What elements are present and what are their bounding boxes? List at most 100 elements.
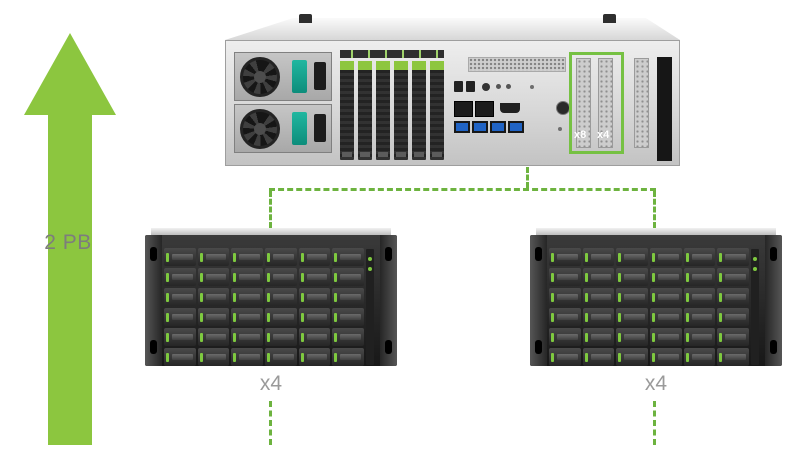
drive-tray (683, 348, 716, 366)
drive-tray (164, 288, 196, 306)
drive-tray (332, 268, 364, 286)
drive-tray (549, 348, 581, 366)
drive-bay (430, 61, 444, 160)
bay-label-strip (340, 50, 444, 58)
usb3-port (454, 121, 470, 133)
drive-tray (298, 288, 331, 306)
drive-tray (683, 268, 716, 286)
drive-tray (649, 328, 682, 346)
rack-ear (380, 235, 397, 366)
drive-tray-grid (549, 248, 749, 366)
drive-tray (197, 328, 230, 346)
reset-button (482, 83, 490, 91)
enclosure-body (145, 235, 397, 366)
connector-line (269, 191, 272, 228)
psu-stack (234, 52, 332, 156)
audio-jack (506, 84, 511, 89)
connector-line (526, 167, 529, 188)
drive-tray (616, 248, 648, 266)
nas-rear-view: x8 x4 (225, 14, 680, 166)
drive-tray (164, 268, 196, 286)
drive-tray (616, 268, 648, 286)
drive-tray (231, 268, 263, 286)
drive-tray (549, 248, 581, 266)
thumb-screw (603, 14, 616, 23)
drive-tray (332, 308, 364, 326)
drive-tray (549, 328, 581, 346)
drive-tray (197, 348, 230, 366)
drive-tray (264, 268, 297, 286)
drive-tray (197, 308, 230, 326)
drive-tray (264, 288, 297, 306)
drive-tray (683, 248, 716, 266)
drive-tray (717, 308, 749, 326)
psu-handle (292, 60, 307, 93)
drive-tray (231, 328, 263, 346)
psu-handle (292, 112, 307, 145)
drive-tray (264, 328, 297, 346)
power-socket (314, 114, 326, 142)
drive-tray (549, 268, 581, 286)
psu-top (234, 52, 332, 101)
drive-tray (231, 248, 263, 266)
drive-tray (298, 348, 331, 366)
status-led-column (366, 249, 374, 365)
drive-tray (231, 348, 263, 366)
rack-ear (765, 235, 782, 366)
drive-tray (717, 248, 749, 266)
drive-tray (717, 288, 749, 306)
drive-tray (582, 348, 615, 366)
vent-grille (468, 57, 566, 72)
drive-tray-grid (164, 248, 364, 366)
drive-tray (197, 268, 230, 286)
drive-tray (164, 308, 196, 326)
hdmi-port (500, 103, 520, 113)
drive-bay (394, 61, 408, 160)
drive-tray (717, 268, 749, 286)
drive-tray (298, 268, 331, 286)
psu-bottom (234, 104, 332, 153)
drive-tray (649, 348, 682, 366)
usb3-port (490, 121, 506, 133)
enclosure-top-face (151, 228, 391, 235)
pcie-highlight-box (569, 52, 624, 154)
drive-tray (231, 308, 263, 326)
thumb-screw (299, 14, 312, 23)
drive-bay (358, 61, 372, 160)
drive-tray (582, 248, 615, 266)
usb3-port (508, 121, 524, 133)
enclosure-body (530, 235, 782, 366)
drive-tray (549, 308, 581, 326)
pcie-slot-cover (598, 58, 613, 148)
drive-tray (332, 328, 364, 346)
drive-tray (164, 248, 196, 266)
drive-tray (264, 248, 297, 266)
pcie-slot-label-x8: x8 (574, 129, 587, 141)
usb-port (466, 81, 475, 92)
fan-icon (240, 109, 280, 149)
rack-ear (145, 235, 162, 366)
fan-icon (240, 57, 280, 97)
chassis-top-face (225, 18, 680, 40)
drive-tray (616, 348, 648, 366)
drive-tray (683, 288, 716, 306)
chassis-rear-face: x8 x4 (225, 40, 680, 166)
io-panel (454, 57, 582, 159)
drive-tray (649, 288, 682, 306)
pcie-slot-cover (576, 58, 591, 148)
multiplier-label-right: x4 (644, 372, 668, 395)
drive-tray (197, 288, 230, 306)
drive-tray (616, 308, 648, 326)
drive-tray (582, 308, 615, 326)
multiplier-label-left: x4 (259, 372, 283, 395)
pcie-slot-cover (634, 58, 649, 148)
connector-line (653, 401, 656, 445)
expansion-unit-left (145, 228, 397, 366)
drive-tray (649, 268, 682, 286)
screw (558, 127, 562, 131)
drive-tray (649, 308, 682, 326)
drive-tray (197, 248, 230, 266)
drive-bay (376, 61, 390, 160)
drive-tray (549, 288, 581, 306)
